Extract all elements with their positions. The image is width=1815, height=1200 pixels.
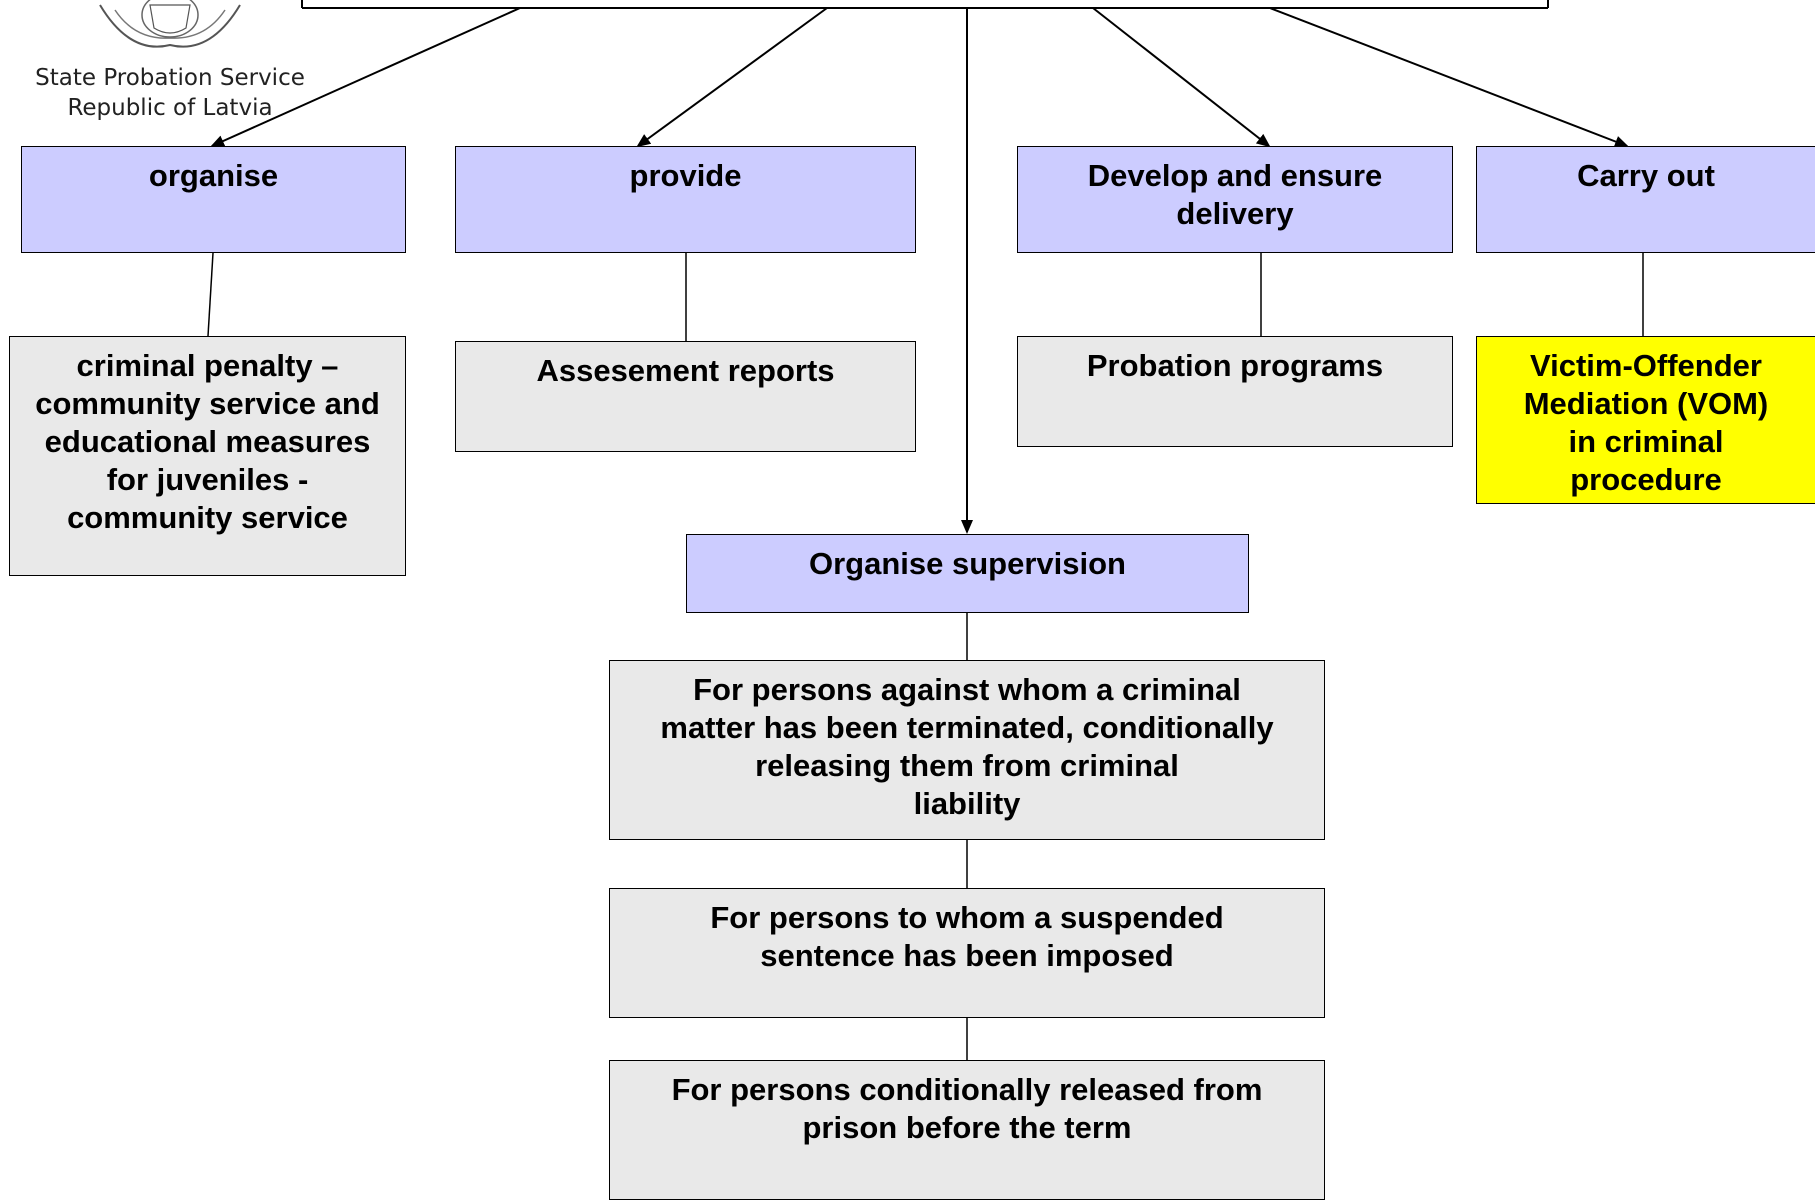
box-supervision-suspended-sentence: For persons to whom a suspended sentence… <box>609 888 1325 1018</box>
arrow-to-organise <box>210 7 521 147</box>
connector-organise-community <box>207 252 214 337</box>
box-supervision-conditional-release: For persons conditionally released from … <box>609 1060 1325 1200</box>
box-community-service: criminal penalty – community service and… <box>9 336 406 576</box>
arrow-to-carry-out <box>1269 7 1629 148</box>
box-provide: provide <box>455 146 916 253</box>
box-organise-supervision: Organise supervision <box>686 534 1249 613</box>
box-supervision-terminated-matter: For persons against whom a criminal matt… <box>609 660 1325 840</box>
box-develop-ensure-delivery: Develop and ensure delivery <box>1017 146 1453 253</box>
logo-caption: State Probation Service Republic of Latv… <box>20 63 320 123</box>
coat-of-arms-logo <box>90 0 250 55</box>
logo-line-1: State Probation Service <box>35 65 305 91</box>
box-organise: organise <box>21 146 406 253</box>
arrow-to-develop <box>1092 7 1271 148</box>
arrow-to-provide <box>636 7 828 148</box>
box-probation-programs: Probation programs <box>1017 336 1453 447</box>
logo-line-2: Republic of Latvia <box>67 95 273 121</box>
box-carry-out: Carry out <box>1476 146 1815 253</box>
box-victim-offender-mediation: Victim-Offender Mediation (VOM) in crimi… <box>1476 336 1815 504</box>
box-assessment-reports: Assesement reports <box>455 341 916 452</box>
